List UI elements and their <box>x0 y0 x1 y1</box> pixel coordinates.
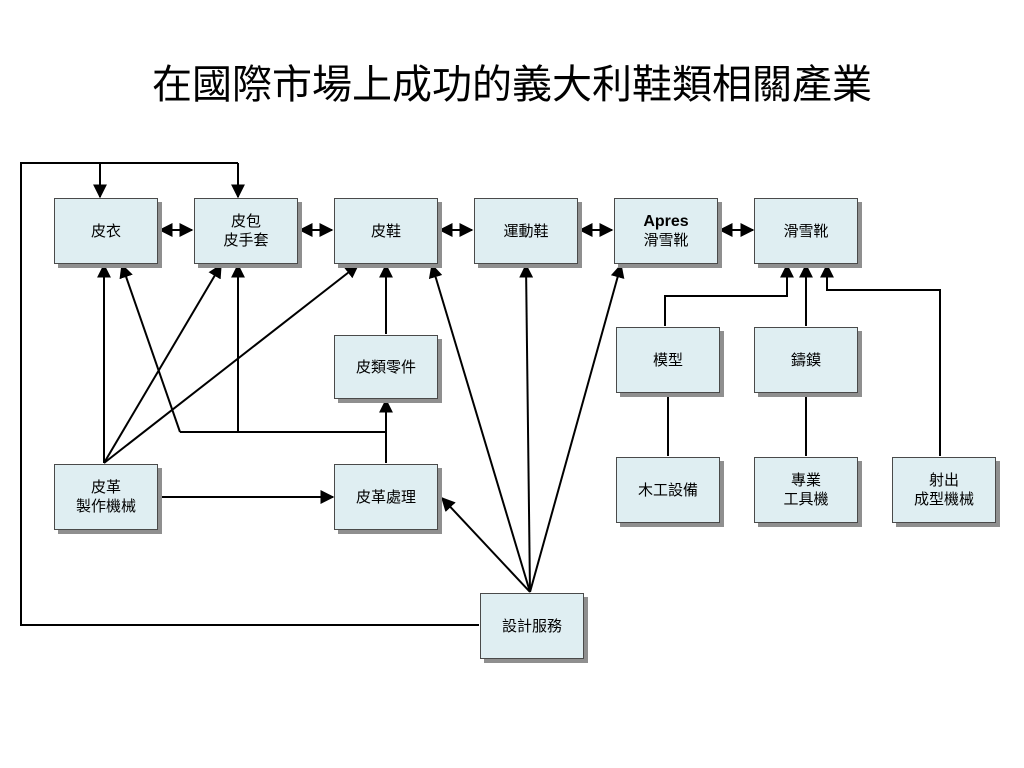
node-woodworking: 木工設備 <box>616 457 720 523</box>
node-injection-molding: 射出 成型機械 <box>892 457 996 523</box>
node-design-services: 設計服務 <box>480 593 584 659</box>
node-mold: 模型 <box>616 327 720 393</box>
arrow-design-processing <box>441 496 531 593</box>
node-special-tools: 專業 工具機 <box>754 457 858 523</box>
node-bags-gloves: 皮包 皮手套 <box>194 198 298 264</box>
arrow-design-apres <box>529 263 625 593</box>
arrow-branch-clothing <box>119 263 181 433</box>
line-injection-up <box>820 263 941 456</box>
page-title: 在國際市場上成功的義大利鞋類相關產業 <box>152 62 872 108</box>
arrow-machinery-bags <box>103 263 222 464</box>
arrow-design-sports <box>519 263 534 593</box>
loop-design-to-top <box>20 162 479 626</box>
node-leather-clothing: 皮衣 <box>54 198 158 264</box>
arrow-design-shoes <box>428 263 531 593</box>
line-mold-up <box>664 263 794 326</box>
node-casting: 鑄鏌 <box>754 327 858 393</box>
node-leather-machinery: 皮革 製作機械 <box>54 464 158 530</box>
node-apres-ski: Apres 滑雪靴 <box>614 198 718 264</box>
node-leather-processing: 皮革處理 <box>334 464 438 530</box>
node-sports-shoes: 運動鞋 <box>474 198 578 264</box>
node-ski-boots: 滑雪靴 <box>754 198 858 264</box>
arrow-machinery-shoes <box>103 264 360 464</box>
node-leather-shoes: 皮鞋 <box>334 198 438 264</box>
node-leather-parts: 皮類零件 <box>334 335 438 399</box>
